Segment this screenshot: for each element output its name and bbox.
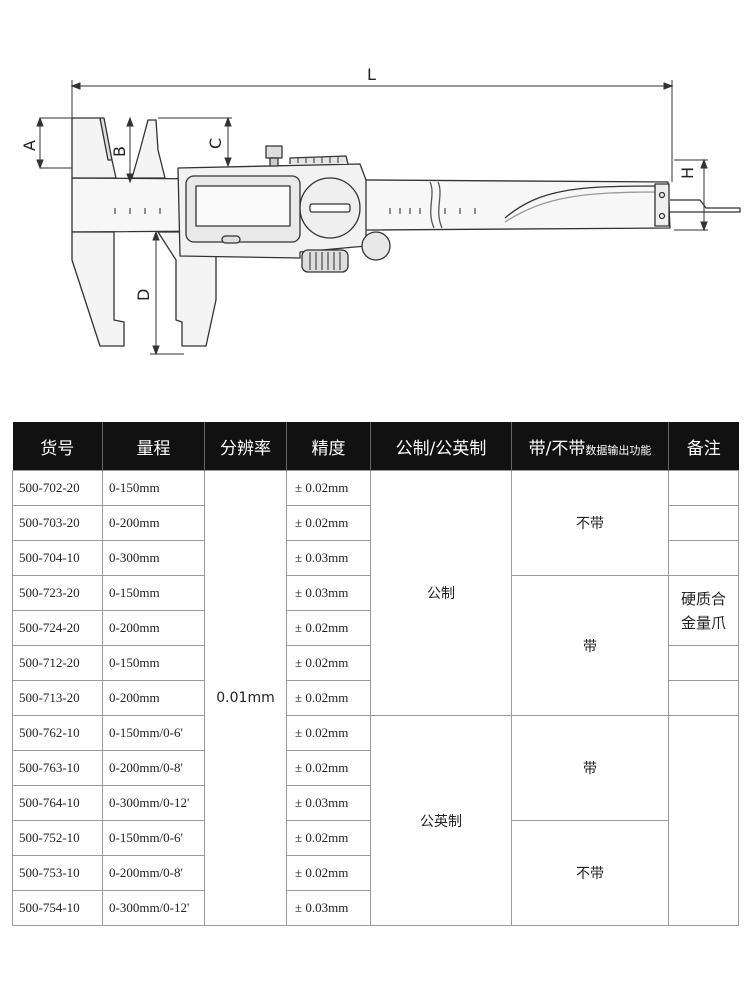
cell-model: 500-702-20 <box>12 470 103 506</box>
cell-range: 0-200mm <box>102 505 205 541</box>
cell-range: 0-200mm/0-8' <box>102 750 205 786</box>
cell-range: 0-150mm <box>102 575 205 611</box>
cell-accuracy: ± 0.03mm <box>286 890 371 926</box>
table-header-row: 货号 量程 分辨率 精度 公制/公英制 带/不带数据输出功能 备注 <box>12 422 739 471</box>
table-row: 500-762-10 0-150mm/0-6' ± 0.02mm 公英制 带 <box>12 715 739 926</box>
scale-ticks <box>114 208 476 214</box>
cell-accuracy: ± 0.02mm <box>286 645 371 681</box>
cell-accuracy: ± 0.02mm <box>286 715 371 751</box>
cell-remark-empty <box>668 715 739 926</box>
table-row: 500-703-20 0-200mm ± 0.02mm <box>12 505 739 541</box>
table-row: 500-763-10 0-200mm/0-8' ± 0.02mm <box>12 750 739 786</box>
cell-model: 500-723-20 <box>12 575 103 611</box>
cell-range: 0-150mm/0-6' <box>102 820 205 856</box>
cell-accuracy: ± 0.02mm <box>286 470 371 506</box>
table-row: 500-754-10 0-300mm/0-12' ± 0.03mm <box>12 890 739 926</box>
table-row: 500-702-20 0-150mm 0.01mm ± 0.02mm 公制 不带 <box>12 470 739 926</box>
cell-range: 0-300mm/0-12' <box>102 890 205 926</box>
cell-accuracy: ± 0.02mm <box>286 505 371 541</box>
caliper-dimension-diagram: L A B C D H <box>20 65 741 356</box>
table-row: 500-712-20 0-150mm ± 0.02mm <box>12 645 739 681</box>
header-accuracy: 精度 <box>286 422 371 471</box>
cell-range: 0-300mm/0-12' <box>102 785 205 821</box>
cell-output-group-2: 带 <box>511 575 669 716</box>
header-output-main: 带/不带 <box>528 438 586 459</box>
cell-model: 500-764-10 <box>12 785 103 821</box>
cell-range: 0-200mm <box>102 680 205 716</box>
cell-accuracy: ± 0.02mm <box>286 750 371 786</box>
dimension-label-C: C <box>206 138 225 149</box>
cell-range: 0-150mm/0-6' <box>102 715 205 751</box>
cell-range: 0-200mm/0-8' <box>102 855 205 891</box>
cell-range: 0-300mm <box>102 540 205 576</box>
cell-output-group-1: 不带 <box>511 470 669 576</box>
header-output: 带/不带数据输出功能 <box>511 422 669 471</box>
cell-accuracy: ± 0.02mm <box>286 610 371 646</box>
cell-output-group-4: 不带 <box>511 820 669 926</box>
cell-range: 0-200mm <box>102 610 205 646</box>
cell-remark-empty <box>668 645 739 681</box>
header-remarks: 备注 <box>668 422 739 471</box>
header-range: 量程 <box>102 422 205 471</box>
cell-remark-empty <box>668 470 739 506</box>
cell-output-group-3: 带 <box>511 715 669 821</box>
cell-remark-empty <box>668 680 739 716</box>
sliding-jaw-upper <box>131 119 166 179</box>
cell-model: 500-712-20 <box>12 645 103 681</box>
cell-accuracy: ± 0.02mm <box>286 680 371 716</box>
cell-model: 500-753-10 <box>12 855 103 891</box>
table-row: 500-753-10 0-200mm/0-8' ± 0.02mm <box>12 855 739 891</box>
cell-resolution: 0.01mm <box>204 470 287 926</box>
cell-accuracy: ± 0.03mm <box>286 540 371 576</box>
table-row: 500-724-20 0-200mm ± 0.02mm <box>12 610 739 646</box>
lock-screw <box>265 145 283 159</box>
cell-model: 500-703-20 <box>12 505 103 541</box>
dimension-label-H: H <box>678 167 697 179</box>
beam-end-cap <box>654 183 670 227</box>
depth-rod <box>670 199 741 213</box>
fixed-jaw-lower <box>71 231 125 347</box>
dimension-label-D: D <box>134 289 153 301</box>
cell-accuracy: ± 0.03mm <box>286 575 371 611</box>
knurled-grip <box>289 155 349 165</box>
table-row: 500-713-20 0-200mm ± 0.02mm <box>12 680 739 716</box>
header-resolution: 分辨率 <box>204 422 287 471</box>
thumb-roller <box>361 231 391 261</box>
cell-unit-inch-metric: 公英制 <box>370 715 512 926</box>
cell-range: 0-150mm <box>102 470 205 506</box>
header-output-small: 数据输出功能 <box>585 443 652 457</box>
dimension-label-A: A <box>20 140 39 151</box>
cell-unit-metric: 公制 <box>370 470 512 716</box>
cell-accuracy: ± 0.02mm <box>286 855 371 891</box>
cell-accuracy: ± 0.03mm <box>286 785 371 821</box>
cell-accuracy: ± 0.02mm <box>286 820 371 856</box>
table-row: 500-752-10 0-150mm/0-6' ± 0.02mm 不带 <box>12 820 739 926</box>
cell-model: 500-754-10 <box>12 890 103 926</box>
cell-model: 500-724-20 <box>12 610 103 646</box>
cell-model: 500-763-10 <box>12 750 103 786</box>
cell-remark-empty <box>668 540 739 576</box>
thumb-wheel <box>301 249 349 273</box>
cell-remark-carbide-jaw: 硬质合金量爪 <box>668 575 739 646</box>
cell-range: 0-150mm <box>102 645 205 681</box>
cell-model: 500-762-10 <box>12 715 103 751</box>
cell-model: 500-713-20 <box>12 680 103 716</box>
cell-remark-empty <box>668 505 739 541</box>
caliper-beam <box>71 177 671 233</box>
header-unit: 公制/公英制 <box>370 422 512 471</box>
header-model: 货号 <box>12 422 103 471</box>
cell-model: 500-752-10 <box>12 820 103 856</box>
dimension-label-L: L <box>367 65 376 84</box>
spec-table: 货号 量程 分辨率 精度 公制/公英制 带/不带数据输出功能 备注 500-70… <box>12 422 739 926</box>
cell-model: 500-704-10 <box>12 540 103 576</box>
table-row: 500-764-10 0-300mm/0-12' ± 0.03mm <box>12 785 739 821</box>
dimension-label-B: B <box>110 146 129 157</box>
beam-groove <box>504 185 661 219</box>
